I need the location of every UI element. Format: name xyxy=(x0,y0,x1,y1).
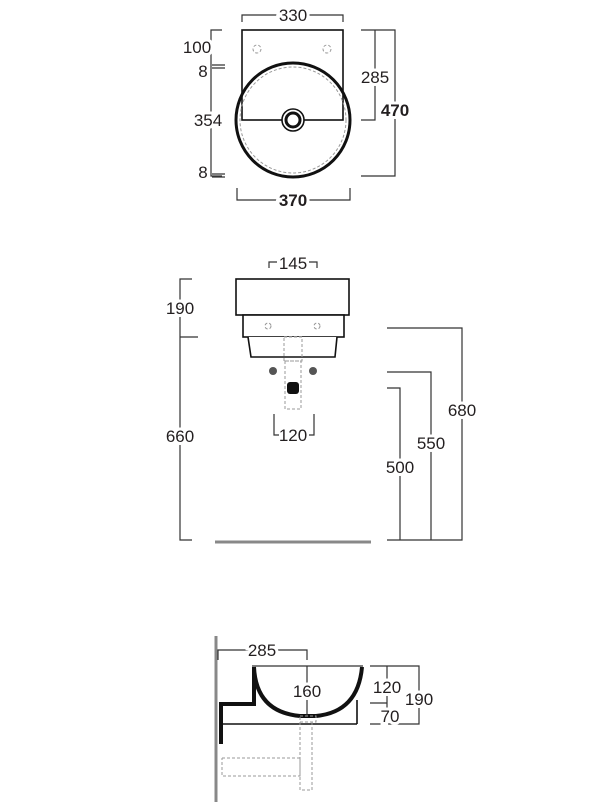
side-view: 285 160 120 70 190 xyxy=(214,636,436,802)
dim-upper-height: 120 xyxy=(373,678,401,697)
dim-height-550: 550 xyxy=(417,434,445,453)
dim-width-bottom: 370 xyxy=(279,191,307,210)
dim-left-0: 100 xyxy=(183,38,211,57)
dim-drain-depth: 285 xyxy=(361,68,389,87)
dim-height-680: 680 xyxy=(448,401,476,420)
valve-icon xyxy=(269,367,277,375)
dim-left-2: 354 xyxy=(194,111,222,130)
dim-base-height: 70 xyxy=(381,707,400,726)
front-view: 145 190 660 120 680 550 500 xyxy=(163,254,479,544)
dim-left-1: 8 xyxy=(198,62,207,81)
dim-width-top: 330 xyxy=(279,6,307,25)
top-view: 330 100 8 354 8 285 470 370 xyxy=(180,3,412,213)
dim-left-3: 8 xyxy=(198,163,207,182)
dim-bowl-depth: 160 xyxy=(293,682,321,701)
dim-trap-spacing: 120 xyxy=(279,426,307,445)
dim-total-depth: 470 xyxy=(381,101,409,120)
waste-outlet-icon xyxy=(287,382,299,394)
wall-bracket xyxy=(219,667,256,744)
valve-icon xyxy=(309,367,317,375)
basin-bowl xyxy=(234,61,352,179)
dim-floor-height: 660 xyxy=(166,427,194,446)
dim-top-width: 145 xyxy=(279,254,307,273)
dim-bowl-height: 190 xyxy=(166,299,194,318)
dim-height-500: 500 xyxy=(386,458,414,477)
dim-total-height: 190 xyxy=(405,690,433,709)
basin-front xyxy=(235,278,350,316)
dim-projection: 285 xyxy=(248,641,276,660)
